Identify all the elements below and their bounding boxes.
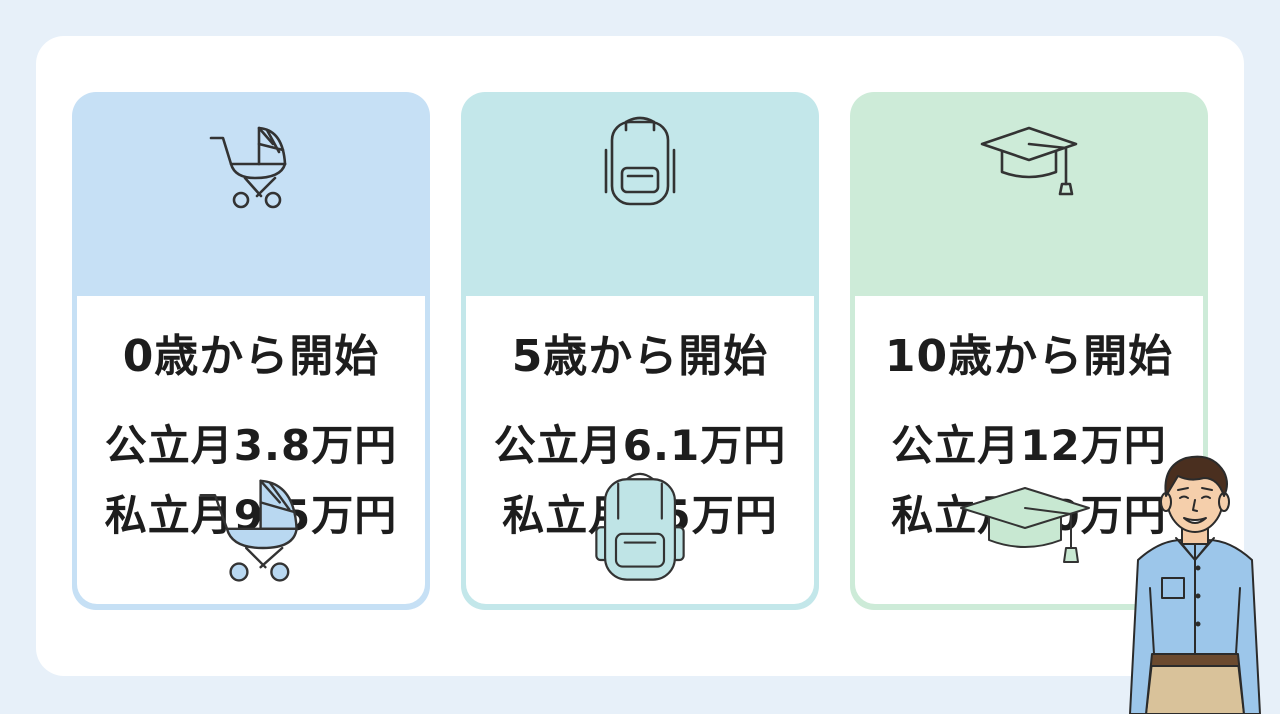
backpack-icon (595, 472, 685, 581)
presenter-illustration (1129, 455, 1261, 714)
card-title: 0歳から開始 (122, 331, 380, 382)
plan-card-age-10: 10歳から開始 公立月12万円 私立月30万円 (850, 92, 1208, 610)
card-title: 10歳から開始 (884, 331, 1174, 382)
backpack-icon (604, 116, 676, 206)
stroller-icon (199, 479, 298, 582)
plan-card-age-0: 0歳から開始 公立月3.8万円 私立月9.5万円 (72, 92, 430, 610)
plan-card-age-5: 5歳から開始 公立月6.1万円 私立月15万円 (461, 92, 819, 610)
stroller-icon (209, 126, 287, 209)
card-body (855, 296, 1203, 604)
graduation-cap-icon (980, 126, 1078, 196)
public-price: 公立月12万円 (891, 421, 1167, 470)
public-price: 公立月6.1万円 (493, 421, 787, 470)
public-price: 公立月3.8万円 (104, 421, 398, 470)
graduation-cap-icon (960, 487, 1090, 563)
card-title: 5歳から開始 (511, 331, 769, 382)
